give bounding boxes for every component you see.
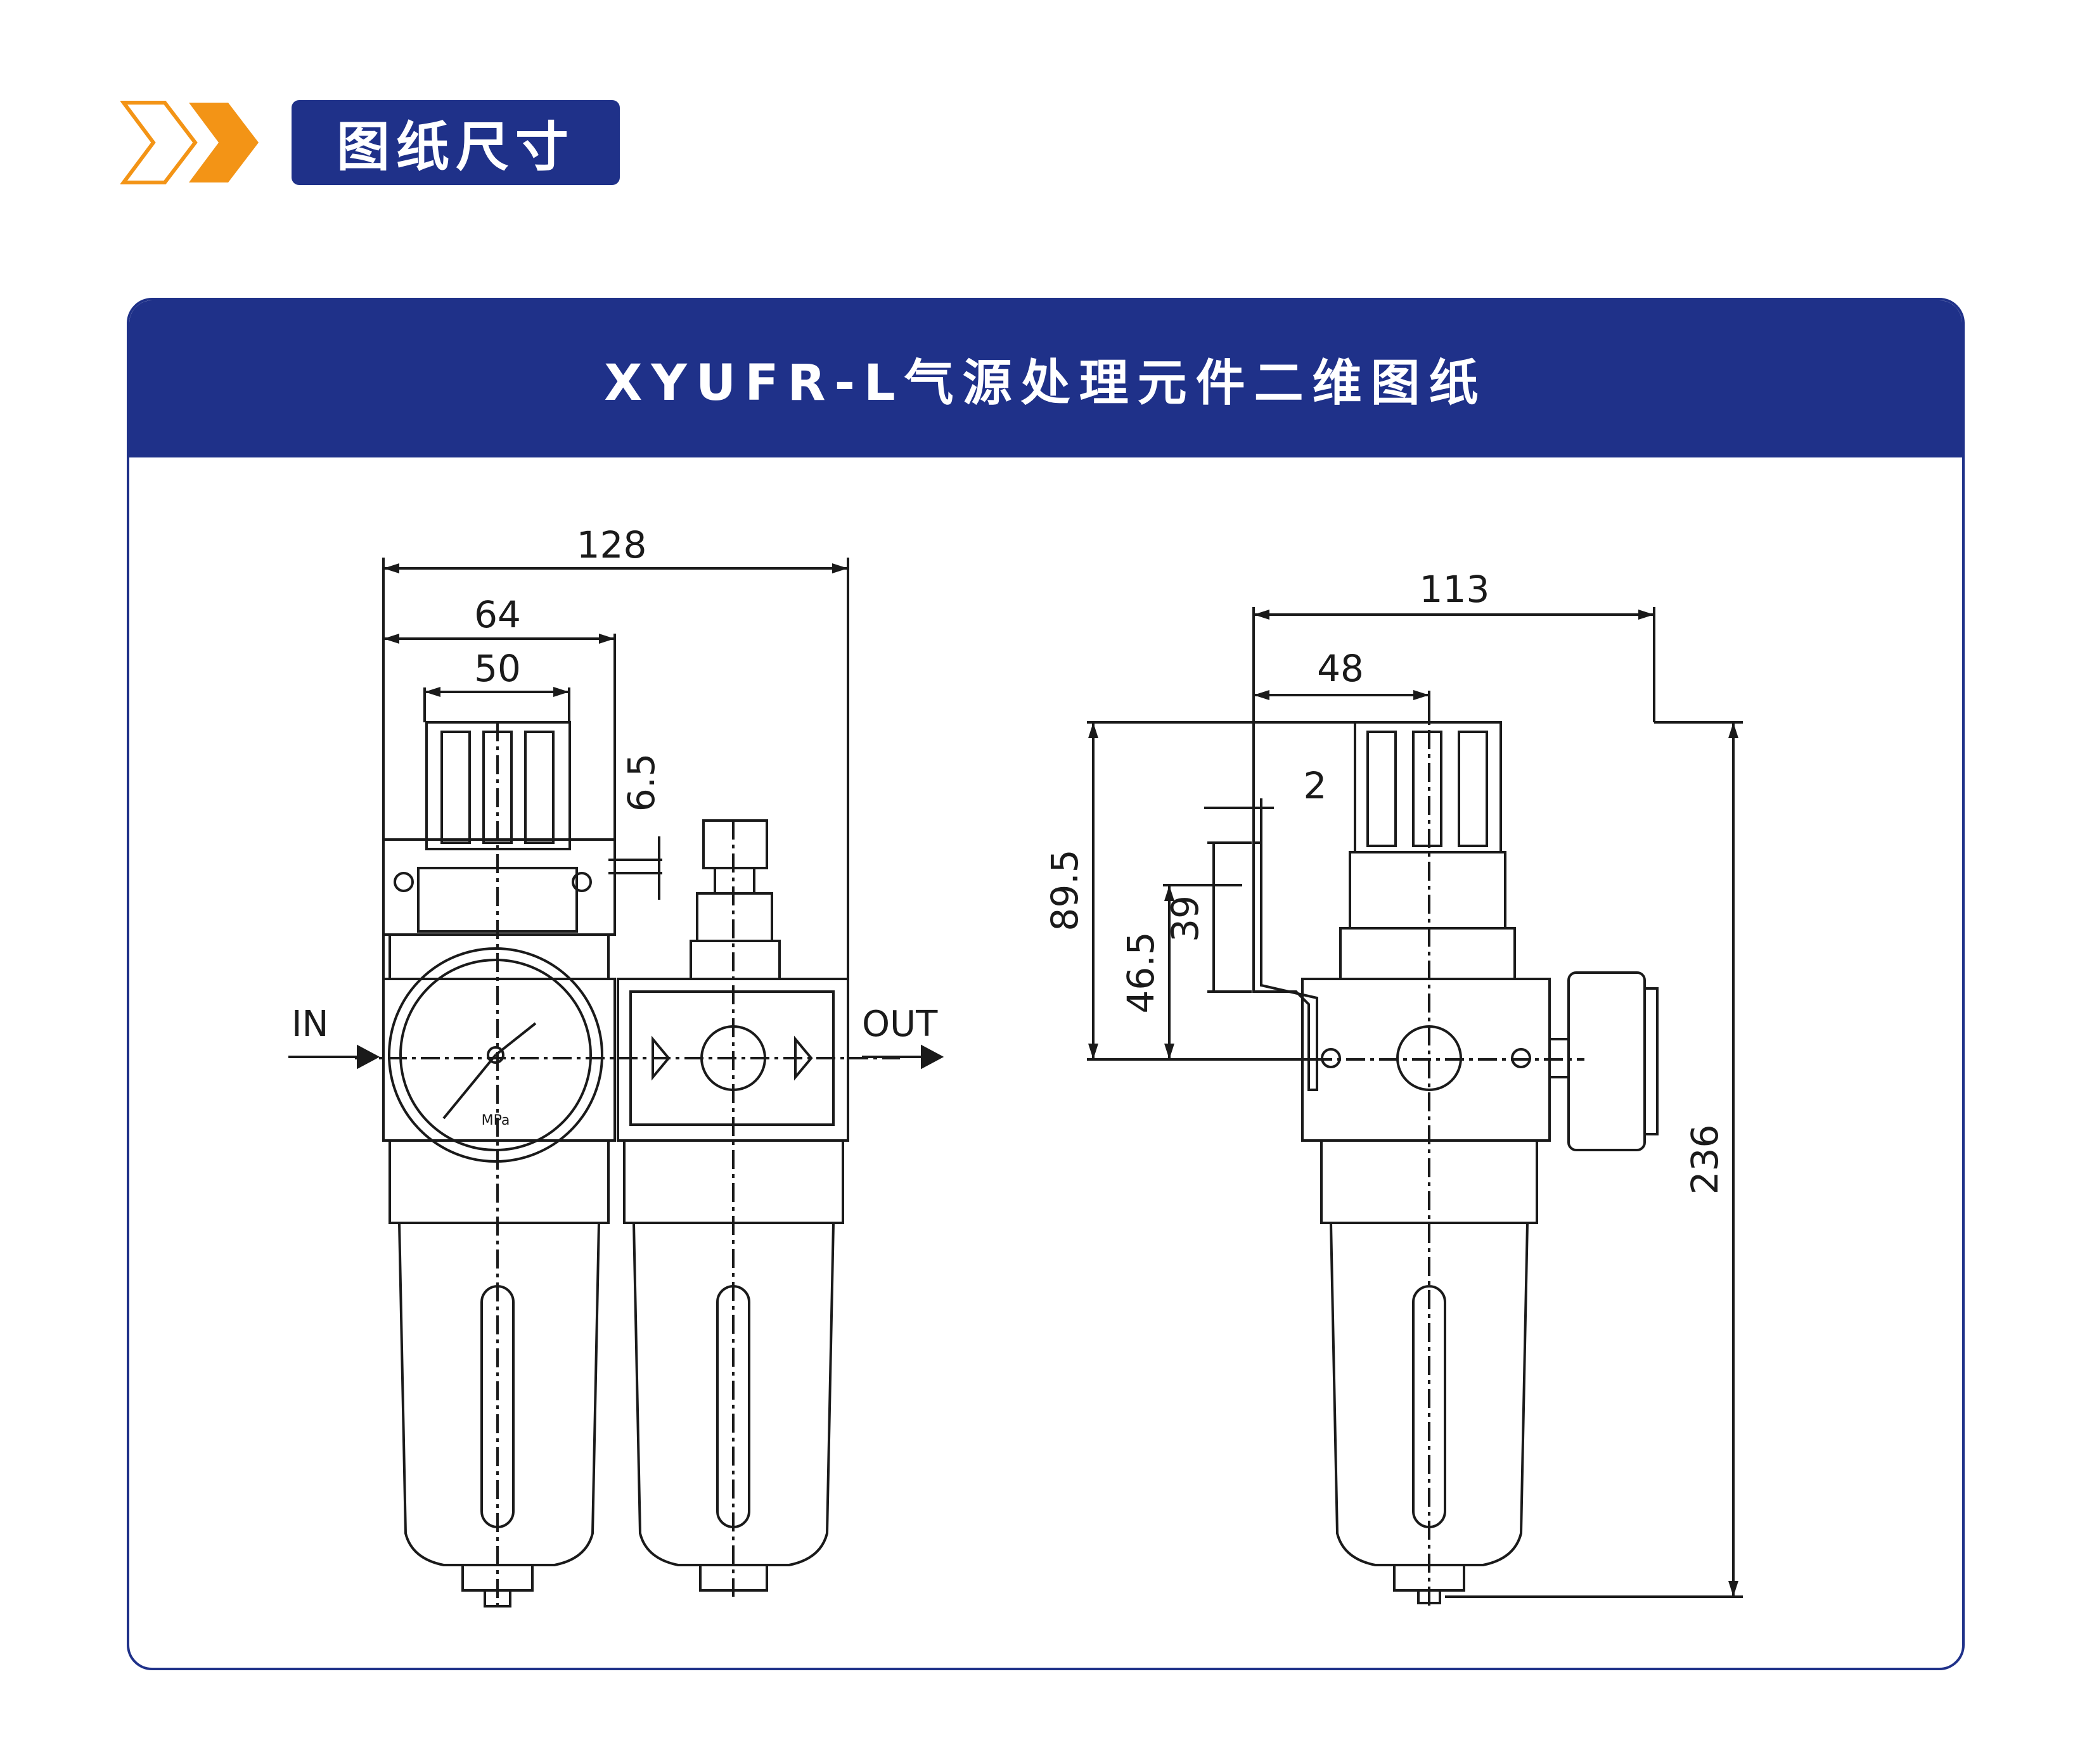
- dim-total-height: 236: [1683, 1125, 1726, 1195]
- dim-bracket-height: 39: [1164, 895, 1207, 942]
- section-title: 图纸尺寸: [292, 100, 620, 185]
- dim-half-depth: 48: [1317, 647, 1364, 690]
- dim-offset: 6.5: [620, 753, 663, 812]
- dim-top-height: 89.5: [1043, 849, 1086, 931]
- double-chevron-icon: [120, 101, 259, 184]
- dim-knob-width: 50: [474, 647, 521, 690]
- label-out: OUT: [862, 1004, 938, 1045]
- gauge-unit: MPa: [482, 1113, 510, 1128]
- dim-overall-depth: 113: [1420, 568, 1490, 611]
- panel-title: XYUFR-L气源处理元件二维图纸: [129, 300, 1962, 457]
- dim-regulator-width: 64: [474, 593, 521, 636]
- dim-bracket-thickness: 2: [1304, 764, 1327, 807]
- dim-overall-width: 128: [577, 523, 647, 566]
- label-in: IN: [292, 1004, 328, 1045]
- dim-port-height: 46.5: [1119, 931, 1162, 1013]
- drawing-panel: XYUFR-L气源处理元件二维图纸: [127, 298, 1965, 1670]
